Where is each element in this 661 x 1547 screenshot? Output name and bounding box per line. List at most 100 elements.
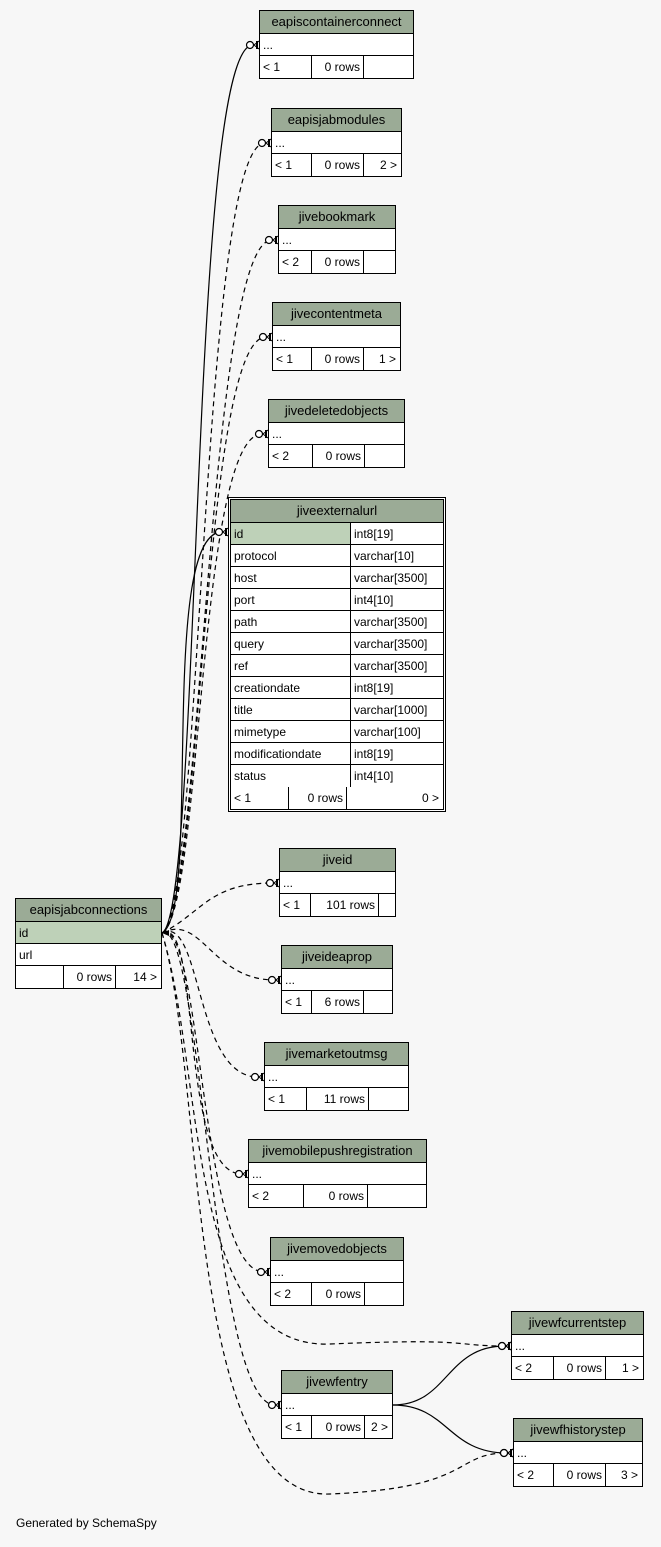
parents-count[interactable]: < 1 (265, 1088, 307, 1110)
children-count[interactable] (368, 1185, 426, 1207)
parents-count[interactable]: < 1 (231, 787, 289, 809)
column-name: host (234, 571, 257, 585)
parents-count[interactable]: < 2 (279, 251, 312, 273)
optional-circle-jivebookmark (264, 235, 274, 245)
column-name: ref (234, 659, 249, 673)
table-row[interactable]: ... (279, 229, 395, 251)
column-name: ... (276, 330, 287, 344)
table-row[interactable]: ... (260, 34, 413, 56)
table-title: eapisjabmodules (272, 109, 401, 132)
children-count[interactable] (364, 56, 413, 78)
relationship-line-jivewfcurrentstep (392, 1345, 506, 1406)
table-row[interactable]: ... (273, 326, 400, 348)
children-count[interactable]: 14 > (133, 970, 157, 984)
children-count[interactable]: 2 > (370, 1420, 388, 1434)
children-count[interactable]: 2 > (379, 158, 397, 172)
row-count: 0 rows (304, 1185, 368, 1207)
table-row[interactable]: ... (269, 423, 404, 445)
row-count: 0 rows (312, 348, 364, 370)
parents-count[interactable] (16, 966, 64, 988)
column-name: query (234, 637, 265, 651)
children-count[interactable] (364, 251, 395, 273)
children-count[interactable]: 3 > (620, 1468, 638, 1482)
parents-count[interactable]: < 1 (282, 1416, 312, 1438)
row-count: 0 rows (554, 1464, 606, 1486)
parents-count[interactable]: < 1 (280, 894, 311, 916)
parents-count[interactable]: < 1 (273, 348, 312, 370)
column-type: varchar[1000] (350, 699, 443, 720)
table-row[interactable]: ... (514, 1442, 642, 1464)
relationship-line-jivewfhistorystep (161, 932, 508, 1495)
children-count[interactable] (364, 991, 392, 1013)
table-row[interactable]: ... (512, 1335, 643, 1357)
table-row[interactable]: ... (282, 969, 392, 991)
row-count: 0 rows (312, 251, 364, 273)
table-row[interactable]: ... (280, 872, 395, 894)
parents-count[interactable]: < 1 (272, 154, 312, 176)
table-row[interactable]: ... (265, 1066, 408, 1088)
children-count[interactable]: 1 > (621, 1361, 639, 1375)
parents-count[interactable]: < 2 (271, 1283, 312, 1305)
children-count[interactable] (365, 1283, 403, 1305)
table-row[interactable]: ... (282, 1394, 392, 1416)
crowfoot-eapiscontainerconnect (253, 40, 260, 50)
table-title: jivewfhistorystep (514, 1419, 642, 1442)
optional-circle-jivedeletedobjects (254, 429, 264, 439)
parents-count[interactable]: < 2 (249, 1185, 304, 1207)
parents-count[interactable]: < 1 (260, 56, 312, 78)
table-title: jivewfcurrentstep (512, 1312, 643, 1335)
children-count[interactable]: 0 > (421, 791, 439, 805)
optional-circle-jiveexternalurl (214, 527, 224, 537)
table-row[interactable]: id (16, 922, 161, 944)
parents-count[interactable]: < 1 (282, 991, 312, 1013)
children-count[interactable] (379, 894, 395, 916)
crowfoot-jivewfcurrentstep (505, 1341, 512, 1351)
children-count[interactable]: 1 > (378, 352, 396, 366)
table-row[interactable]: ... (272, 132, 401, 154)
table-title: jivemobilepushregistration (249, 1140, 426, 1163)
parents-count[interactable]: < 2 (269, 445, 313, 467)
table-row[interactable]: url (16, 944, 161, 966)
parents-count[interactable]: < 2 (514, 1464, 554, 1486)
column-type: int4[10] (350, 765, 443, 787)
optional-circle-jivemovedobjects (256, 1267, 266, 1277)
relationship-line-jivemovedobjects (161, 931, 265, 1273)
table-row[interactable]: ... (249, 1163, 426, 1185)
parents-count[interactable]: < 2 (512, 1357, 554, 1379)
children-count[interactable] (369, 1088, 408, 1110)
children-count[interactable] (365, 445, 404, 467)
table-row[interactable]: ... (271, 1261, 403, 1283)
column-name: ... (263, 38, 274, 52)
